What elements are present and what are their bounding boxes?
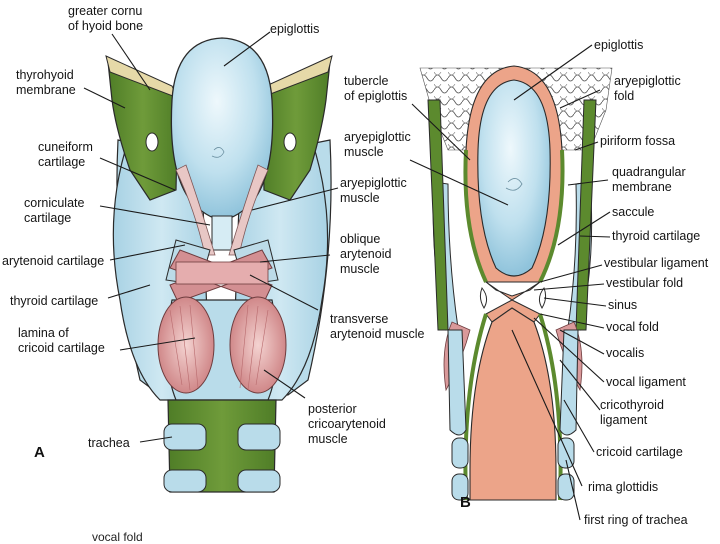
second-ring-right xyxy=(557,473,575,501)
panel-a-illustration xyxy=(105,37,333,493)
label-vocal-fold-fragment: vocal fold xyxy=(92,530,143,544)
label-piriform-fossa: piriform fossa xyxy=(600,134,676,148)
label-saccule: saccule xyxy=(612,205,655,219)
label-sinus: sinus xyxy=(608,298,638,312)
label-first-ring: first ring of trachea xyxy=(584,513,688,527)
epiglottis-stalk xyxy=(211,215,233,251)
infraglottic-cavity xyxy=(469,307,557,501)
label-rima-glottidis: rima glottidis xyxy=(588,480,659,494)
label-cricoid-cartilage-b: cricoid cartilage xyxy=(596,445,683,459)
thyrohyoid-foramen-left xyxy=(145,132,159,152)
epiglottis-b xyxy=(477,79,551,277)
label-epiglottis-b: epiglottis xyxy=(594,38,644,52)
label-epiglottis-a: epiglottis xyxy=(270,22,320,36)
tracheal-ring-4 xyxy=(237,469,281,493)
second-ring-left xyxy=(451,473,469,501)
panel-b-leaders xyxy=(409,44,611,521)
sinus xyxy=(479,287,547,309)
transverse-arytenoid-muscle xyxy=(175,261,269,285)
posterior-cricoarytenoid-right xyxy=(229,296,287,394)
tracheal-ring-2 xyxy=(237,423,281,451)
label-vestibular-fold: vestibular fold xyxy=(606,276,684,290)
cricoid-cartilage-b-left xyxy=(447,329,467,436)
label-thyroid-cartilage-b: thyroid cartilage xyxy=(612,229,701,243)
tracheal-ring-3 xyxy=(163,469,207,493)
panel-letter-b: B xyxy=(460,494,471,511)
label-vestibular-ligament: vestibular ligament xyxy=(604,256,709,270)
label-vocal-fold: vocal fold xyxy=(606,320,659,334)
cricoid-cartilage-b-right xyxy=(559,329,579,436)
tracheal-ring-1 xyxy=(163,423,207,451)
thyrohyoid-foramen-right xyxy=(283,132,297,152)
label-trachea: trachea xyxy=(88,436,130,450)
aryepiglottic-muscle-a xyxy=(175,164,269,256)
label-arytenoid-cartilage: arytenoid cartilage xyxy=(2,254,105,268)
panel-b-illustration xyxy=(419,65,613,501)
label-vocal-ligament: vocal ligament xyxy=(606,375,686,389)
label-thyroid-cartilage-a: thyroid cartilage xyxy=(10,294,99,308)
thyrohyoid-membrane-left xyxy=(107,61,179,201)
label-vocalis: vocalis xyxy=(606,346,645,360)
vestibular-fold xyxy=(485,281,541,301)
first-ring-left xyxy=(451,437,469,469)
panel-letter-a: A xyxy=(34,444,45,461)
panel-a-leaders xyxy=(83,31,339,443)
posterior-cricoarytenoid-left xyxy=(157,296,215,394)
